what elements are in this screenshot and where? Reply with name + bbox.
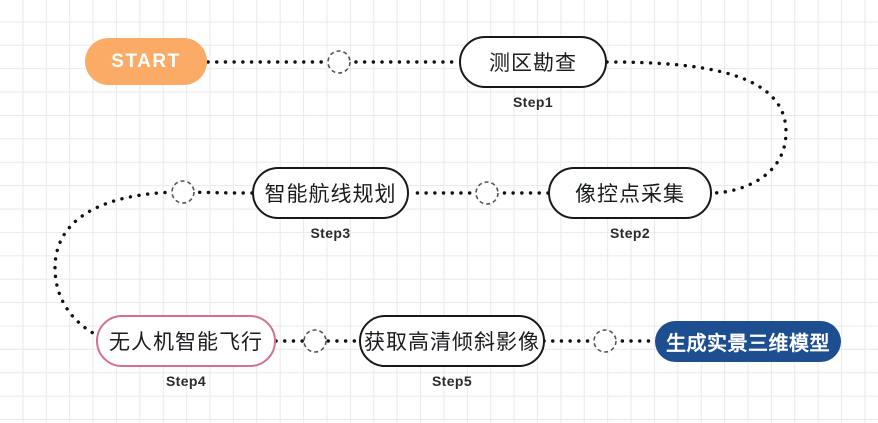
step-label-step2: Step2 [609,225,651,241]
node-step2[interactable]: 像控点采集 [548,167,712,219]
connector-dot-step3-step4 [171,180,195,204]
node-step3[interactable]: 智能航线规划 [252,167,409,219]
node-step1[interactable]: 测区勘查 [459,36,607,88]
node-step5-label: 获取高清倾斜影像 [364,331,540,354]
connector-dot-step2-step3 [475,181,499,205]
node-start-label: START [111,50,181,72]
node-step5[interactable]: 获取高清倾斜影像 [359,315,545,367]
node-end[interactable]: 生成实景三维模型 [655,321,841,362]
node-step4-label: 无人机智能飞行 [109,331,263,354]
step-label-step5: Step5 [431,373,473,389]
connector-dot-step4-step5 [303,329,327,353]
connector-dot-start-step1 [327,50,351,74]
node-step1-label: 测区勘查 [489,52,577,75]
step-label-step3: Step3 [310,225,351,241]
node-step2-label: 像控点采集 [575,183,685,206]
edge-step3-to-step4 [53,190,254,343]
node-end-label: 生成实景三维模型 [666,333,830,355]
node-start[interactable]: START [85,38,207,85]
step-label-step1: Step1 [512,94,554,110]
node-step3-label: 智能航线规划 [264,183,397,206]
node-step4[interactable]: 无人机智能飞行 [96,315,276,367]
edge-step1-to-step2 [605,60,788,195]
step-label-step4: Step4 [165,373,207,389]
connector-dot-step5-end [593,329,617,353]
